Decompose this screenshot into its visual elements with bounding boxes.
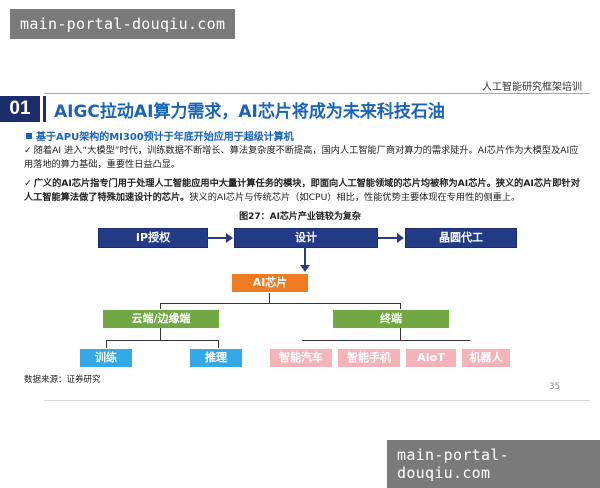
slide-title: AIGC拉动AI算力需求，AI芯片将成为未来科技石油 bbox=[54, 102, 445, 122]
page-number: 35 bbox=[549, 382, 560, 392]
section-number: 01 bbox=[0, 96, 40, 122]
node-training: 训练 bbox=[80, 349, 132, 367]
connector-terminal-down bbox=[400, 328, 401, 340]
connector-branch-left bbox=[160, 303, 161, 309]
square-bullet-icon bbox=[26, 133, 32, 139]
figure-title: 图27：AI芯片产业链较为复杂 bbox=[239, 212, 361, 222]
connector-cloud-right bbox=[218, 340, 219, 348]
node-design: 设计 bbox=[234, 228, 378, 248]
connector-design-aichip bbox=[304, 247, 306, 267]
connector-aichip-down bbox=[269, 293, 270, 303]
node-terminal: 终端 bbox=[333, 310, 449, 328]
paragraph-2-text: 狭义的AI芯片与传统芯片（如CPU）相比，性能优势主要体现在专用性的侧重上。 bbox=[189, 192, 521, 203]
node-robot: 机器人 bbox=[462, 349, 510, 367]
header-label: 人工智能研究框架培训 bbox=[482, 82, 582, 93]
connector-branch-horizontal bbox=[160, 303, 400, 304]
watermark-top: main-portal-douqiu.com bbox=[10, 9, 236, 39]
connector-terminal-horizontal bbox=[302, 340, 470, 341]
watermark-bottom: main-portal-douqiu.com bbox=[387, 440, 600, 488]
node-smart-car: 智能汽车 bbox=[270, 349, 332, 367]
header-divider bbox=[44, 93, 590, 94]
paragraph-2: ✓广义的AI芯片指专门用于处理人工智能应用中大量计算任务的模块，即面向人工智能领… bbox=[24, 177, 580, 205]
bullet-heading-text: 基于APU架构的MI300预计于年底开始应用于超级计算机 bbox=[36, 132, 294, 143]
node-inference: 推理 bbox=[190, 349, 242, 367]
footer-divider bbox=[44, 400, 590, 401]
connector-cloud-left bbox=[106, 340, 107, 348]
arrowhead-right-icon bbox=[226, 233, 233, 243]
node-smart-phone: 智能手机 bbox=[338, 349, 400, 367]
connector-design-foundry bbox=[377, 237, 398, 239]
connector-branch-right bbox=[400, 303, 401, 309]
connector-cloud-down bbox=[160, 328, 161, 340]
node-ai-chip: AI芯片 bbox=[232, 274, 308, 292]
node-cloud-edge: 云端/边缘端 bbox=[103, 310, 219, 328]
section-accent-bar bbox=[43, 96, 46, 122]
paragraph-1: ✓随着AI 进入“大模型”时代，训练数据不断增长、算法复杂度不断提高，国内人工智… bbox=[24, 144, 580, 172]
node-ip-license: IP授权 bbox=[98, 228, 208, 248]
node-aiot: AIoT bbox=[406, 349, 456, 367]
paragraph-1-text: 随着AI 进入“大模型”时代，训练数据不断增长、算法复杂度不断提高，国内人工智能… bbox=[24, 145, 579, 170]
data-source: 数据来源：证券研究 bbox=[24, 375, 101, 385]
paragraph-2-bold-text: 广义的AI芯片指专门用于处理人工智能应用中大量计算任务的模块，即面向人工智能领域… bbox=[24, 178, 580, 203]
arrowhead-right-icon bbox=[397, 233, 404, 243]
connector-ip-design bbox=[207, 237, 227, 239]
connector-cloud-horizontal bbox=[106, 340, 218, 341]
bullet-heading: 基于APU架构的MI300预计于年底开始应用于超级计算机 bbox=[26, 128, 294, 143]
node-foundry: 晶圆代工 bbox=[405, 228, 517, 248]
arrowhead-down-icon bbox=[300, 265, 310, 272]
check-icon: ✓ bbox=[24, 178, 32, 189]
check-icon: ✓ bbox=[24, 145, 32, 156]
